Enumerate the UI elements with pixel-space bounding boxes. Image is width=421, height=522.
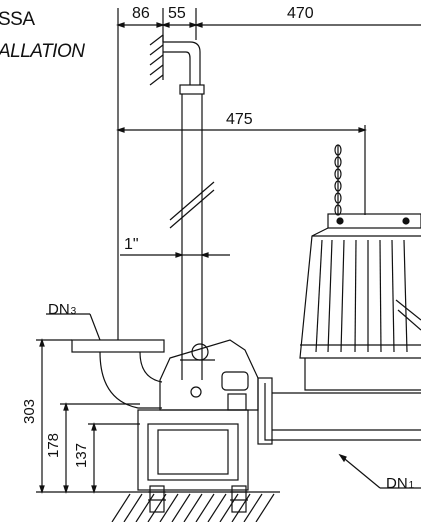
title-line-2: ALLATION [0,41,85,62]
dim-86-label: 86 [132,5,150,22]
dim-137-label: 137 [73,442,90,468]
dn3-sub-text: 3 [70,306,77,317]
top-dimension-line [116,8,421,340]
dim-475-label: 475 [226,111,253,128]
guide-pipe [163,41,215,380]
dn1-sub-text: 1 [408,480,415,491]
dim-1in-label: 1" [124,236,139,253]
pump-body [299,213,421,391]
dim-55-label: 55 [168,5,186,22]
dn3-main-text: DN [48,301,70,318]
wall-hatch [149,34,164,86]
dn1-leader [338,453,421,489]
dn1-label: DN1 [386,476,414,491]
vertical-dimensions [36,338,140,494]
coupling-bracket [159,339,259,411]
title-line-1: SSA [0,9,35,30]
dim-303-label: 303 [21,398,38,424]
pump-outlet [257,377,421,445]
discharge-flange [46,313,165,409]
floor-hatch [36,491,280,522]
dimension-1in [120,252,230,258]
dn1-main-text: DN [386,475,408,492]
dim-470-label: 470 [287,5,314,22]
base-foot [137,409,249,513]
dn3-label: DN3 [48,302,76,317]
dim-178-label: 178 [45,432,62,458]
dimension-475 [116,125,367,215]
lifting-chain [334,144,342,216]
